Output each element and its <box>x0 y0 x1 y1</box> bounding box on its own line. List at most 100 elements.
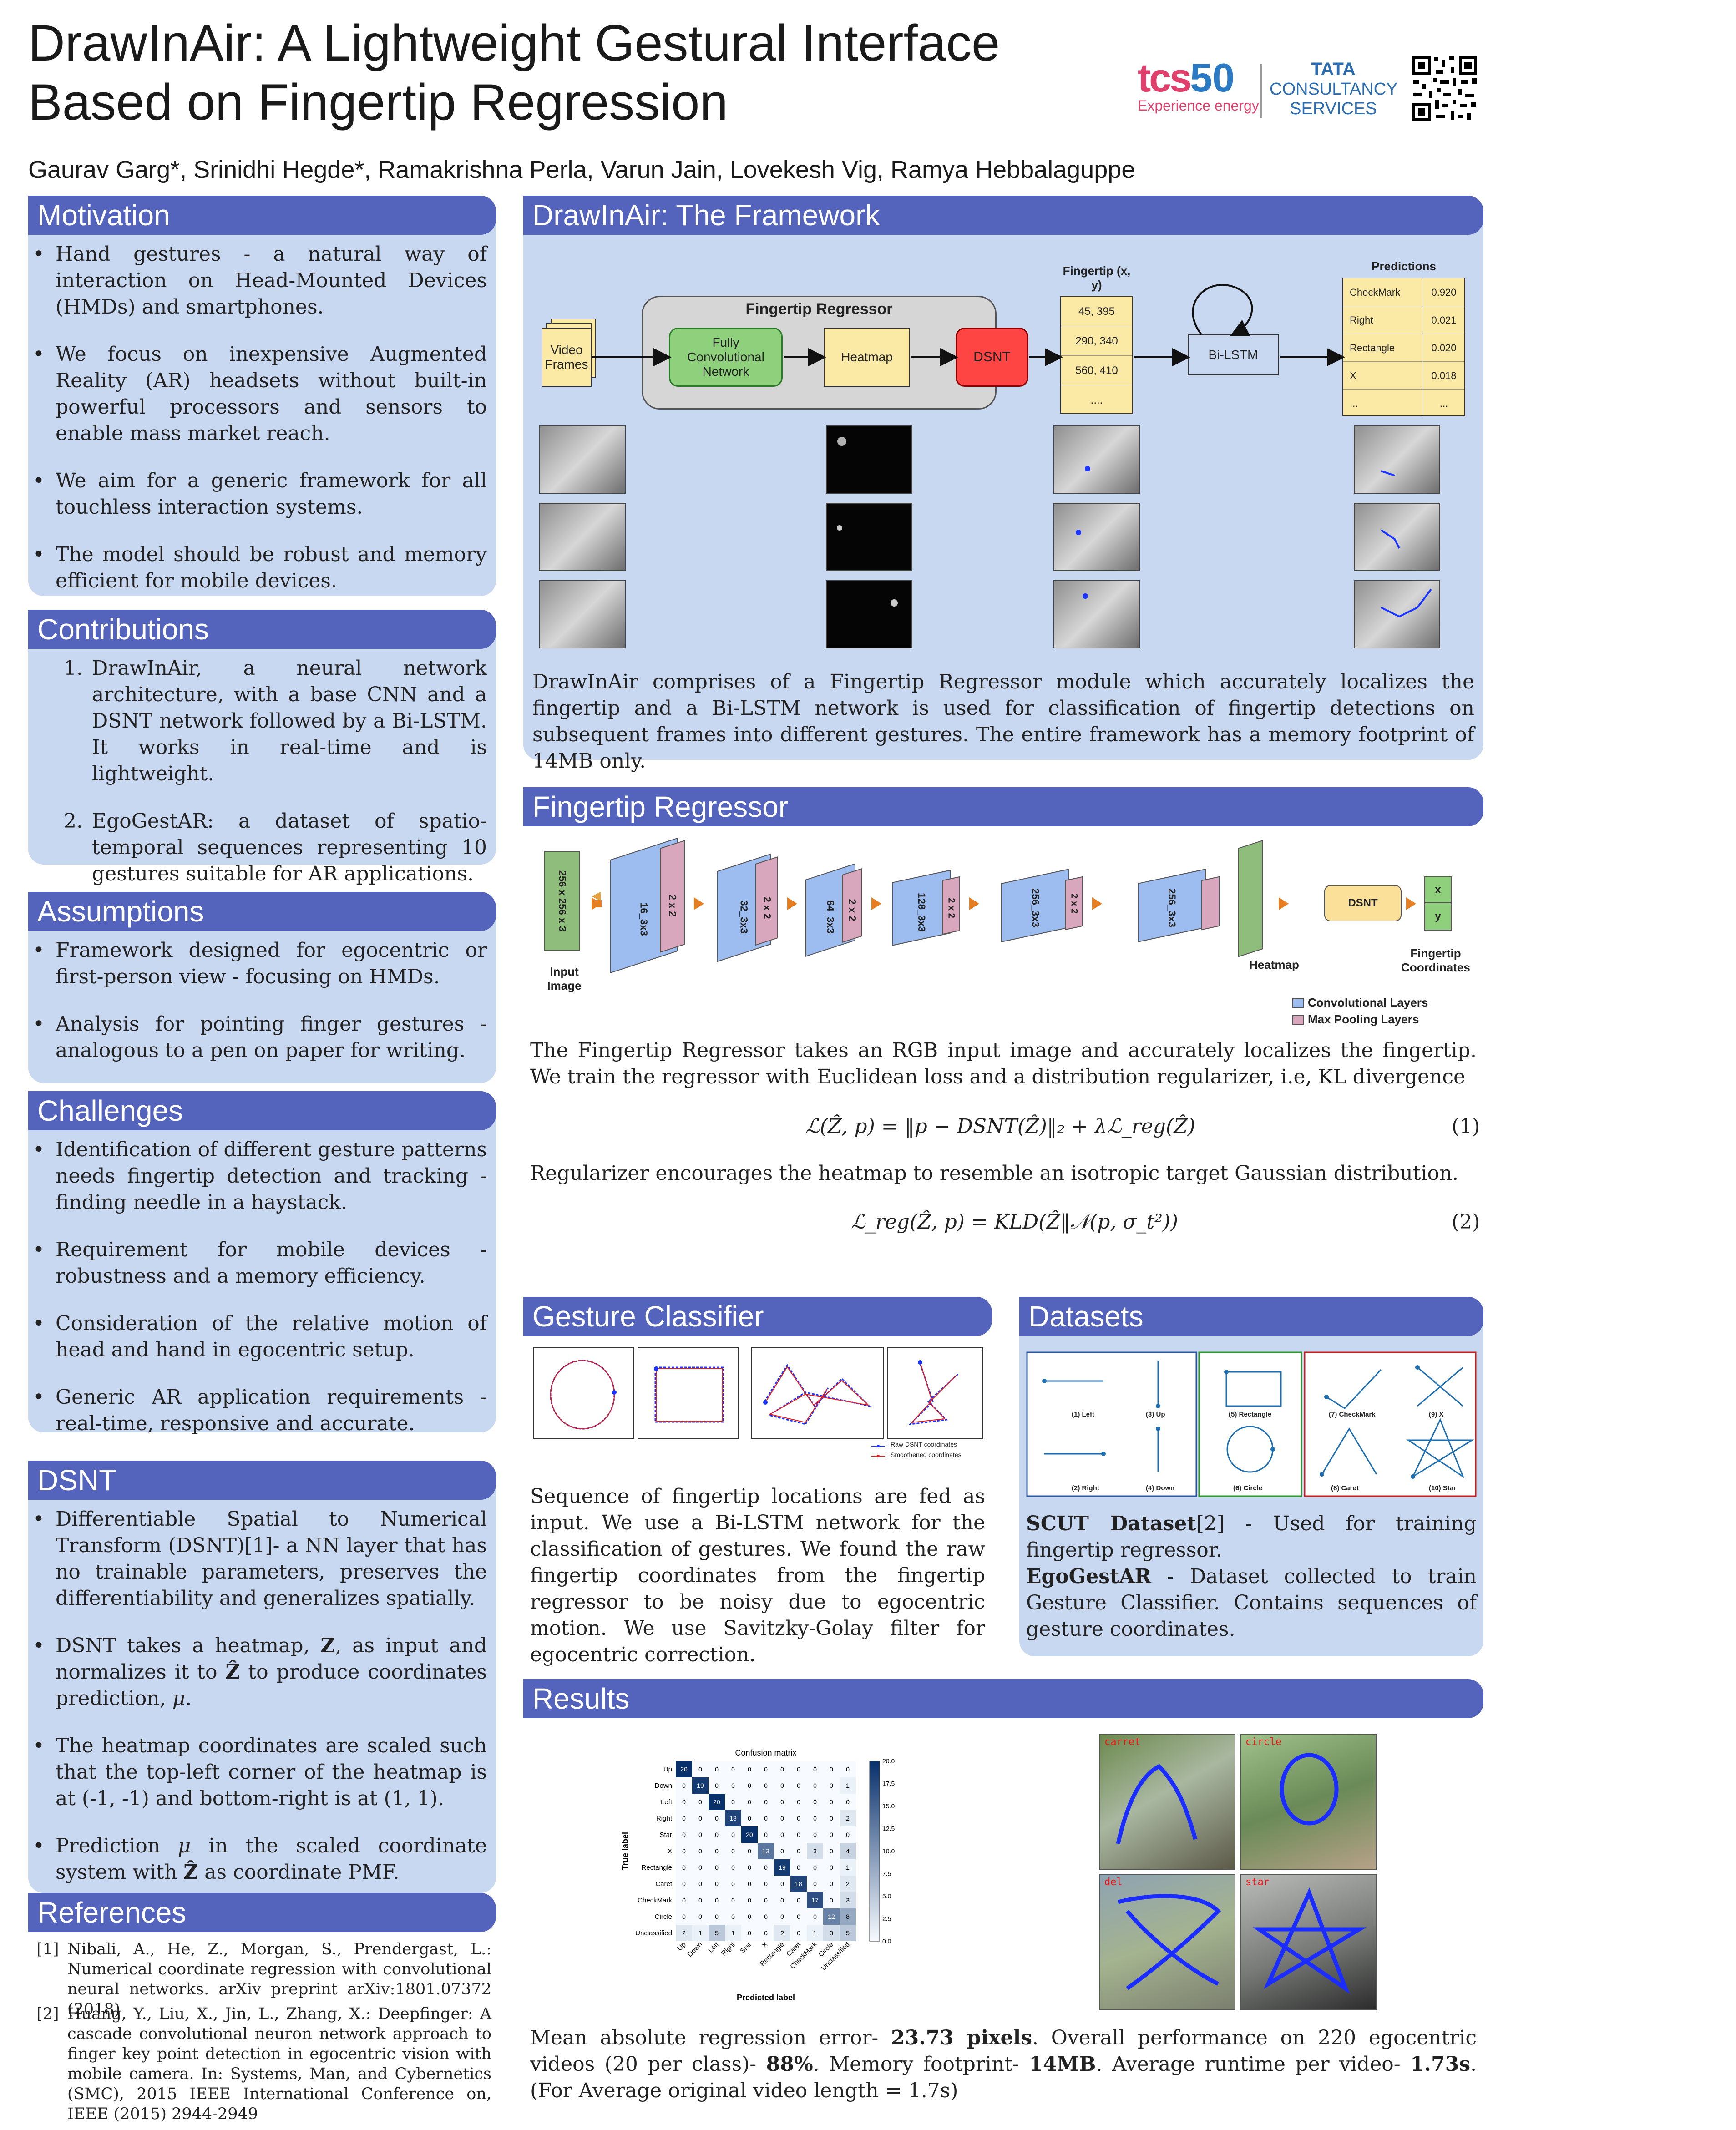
cm-cell <box>676 1810 692 1826</box>
cm-cell <box>676 1908 692 1925</box>
cm-cell-value: 0 <box>813 1766 817 1773</box>
cm-colorbar-tick: 0.0 <box>882 1938 891 1945</box>
cm-cell <box>741 1826 758 1843</box>
regressor-legend: Convolutional Layers Max Pooling Layers <box>1292 996 1428 1027</box>
cm-cell <box>741 1876 758 1892</box>
cm-cell <box>840 1908 856 1925</box>
cm-cell-value: 0 <box>682 1913 686 1920</box>
cm-cell-value: 0 <box>797 1913 800 1920</box>
cm-cell <box>823 1810 840 1826</box>
cm-cell <box>807 1892 823 1908</box>
contributions-heading: Contributions <box>28 610 496 649</box>
list-item: Generic AR application requirements - re… <box>33 1384 487 1437</box>
reference-1: [1] Nibali, A., He, Z., Morgan, S., Pren… <box>36 1940 491 2019</box>
cm-row-label: Left <box>661 1798 673 1806</box>
cm-cell-value: 0 <box>830 1864 833 1871</box>
cm-cell <box>790 1777 807 1794</box>
cm-cell-value: 19 <box>697 1782 704 1789</box>
fingertip-thumbnail <box>1053 425 1140 494</box>
cm-cell <box>725 1794 741 1810</box>
cm-cell-value: 0 <box>731 1847 735 1855</box>
cm-cell <box>823 1826 840 1843</box>
cm-cell <box>790 1859 807 1876</box>
cm-cell-value: 0 <box>764 1815 768 1822</box>
cm-colorbar-tick: 2.5 <box>882 1915 891 1923</box>
framework-panel: DrawInAir: The Framework <box>523 196 1483 760</box>
heatmap-label: Heatmap <box>1249 958 1299 971</box>
cm-cell-value: 0 <box>780 1913 784 1920</box>
cm-cell <box>725 1892 741 1908</box>
equation-1-number: (1) <box>1452 1115 1480 1138</box>
video-frame-thumbnail <box>539 503 626 571</box>
pool-layer-label: 2 x 2 <box>1069 893 1079 914</box>
cm-cell <box>741 1777 758 1794</box>
cm-cell <box>758 1794 774 1810</box>
cm-cell-value: 0 <box>830 1880 833 1887</box>
cm-cell-value: 1 <box>698 1929 702 1937</box>
cm-cell <box>692 1794 709 1810</box>
cm-colorbar-tick: 7.5 <box>882 1870 891 1877</box>
gesture-thumbnail <box>1354 425 1440 494</box>
equation-1: ℒ(Ẑ, p) = ‖p − DSNT(Ẑ)‖₂ + λℒ_reg(Ẑ) <box>805 1115 1195 1138</box>
cm-cell <box>840 1794 856 1810</box>
cm-cell-value: 0 <box>813 1815 817 1822</box>
cm-cell-value: 0 <box>797 1897 800 1904</box>
logo-consultancy: CONSULTANCY <box>1270 80 1398 99</box>
cm-cell-value: 0 <box>731 1864 735 1871</box>
list-item: 2.EgoGestAR: a dataset of spatio-tempora… <box>64 808 487 887</box>
heatmap-block <box>1238 840 1263 957</box>
challenges-list: Identification of different gesture patt… <box>28 1137 496 1437</box>
cm-colorbar-tick: 12.5 <box>882 1825 895 1832</box>
results-heading: Results <box>523 1679 1483 1718</box>
datasets-text: SCUT Dataset[2] - Used for training fing… <box>1026 1512 1477 1641</box>
logo-tata: TATA <box>1311 59 1356 79</box>
pool-layer-label: 2 x 2 <box>667 894 678 917</box>
list-item: Framework designed for egocentric or fir… <box>33 937 487 990</box>
item-text: EgoGestAR: a dataset of spatio-temporal … <box>92 810 487 885</box>
cm-cell-value: 18 <box>795 1880 802 1887</box>
list-item: The model should be robust and memory ef… <box>33 541 487 594</box>
logo-services: SERVICES <box>1290 99 1377 118</box>
dsnt-panel: DSNT Differentiable Spatial to Numerical… <box>28 1461 496 1893</box>
cm-cell <box>840 1826 856 1843</box>
tata-logo: TATA CONSULTANCY SERVICES <box>1270 59 1398 119</box>
framework-heading: DrawInAir: The Framework <box>523 196 1483 235</box>
dsnt-list: Differentiable Spatial to Numerical Tran… <box>28 1506 496 1886</box>
cm-cell-value: 4 <box>846 1847 850 1855</box>
cm-cell-value: 2 <box>780 1929 784 1937</box>
list-item: Analysis for pointing finger gestures - … <box>33 1011 487 1064</box>
cm-cell <box>774 1876 790 1892</box>
item-number: 1. <box>64 657 83 680</box>
cm-cell-value: 0 <box>698 1798 702 1806</box>
list-item: We aim for a generic framework for all t… <box>33 468 487 521</box>
cm-cell-value: 12 <box>828 1913 835 1920</box>
cm-cell <box>790 1810 807 1826</box>
cm-cell <box>758 1777 774 1794</box>
cm-cell-value: 8 <box>846 1913 850 1920</box>
cm-cell-value: 0 <box>682 1831 686 1838</box>
result-photo-del: del <box>1099 1874 1235 2010</box>
item-text: DrawInAir, a neural network architecture… <box>92 657 487 785</box>
cm-cell-value: 0 <box>731 1782 735 1789</box>
cm-cell <box>709 1892 725 1908</box>
cm-cell <box>758 1876 774 1892</box>
cm-cell-value: 3 <box>813 1847 817 1855</box>
cm-cell <box>840 1876 856 1892</box>
logo-tcs: tcs <box>1138 55 1192 100</box>
cm-cell-value: 20 <box>713 1798 720 1806</box>
cm-cell <box>807 1761 823 1777</box>
cm-cell <box>676 1761 692 1777</box>
cm-cell-value: 0 <box>731 1831 735 1838</box>
gesture-thumbnail <box>1354 580 1440 648</box>
cm-cell <box>709 1859 725 1876</box>
cm-cell-value: 0 <box>698 1913 702 1920</box>
cm-cell <box>709 1826 725 1843</box>
qr-code-icon <box>1411 55 1479 123</box>
cm-cell-value: 0 <box>764 1864 768 1871</box>
cm-row-label: X <box>668 1847 672 1855</box>
cm-cell <box>807 1859 823 1876</box>
video-frame-thumbnail <box>539 425 626 494</box>
motivation-list: Hand gestures - a natural way of interac… <box>28 241 496 594</box>
cm-cell-value: 0 <box>731 1913 735 1920</box>
